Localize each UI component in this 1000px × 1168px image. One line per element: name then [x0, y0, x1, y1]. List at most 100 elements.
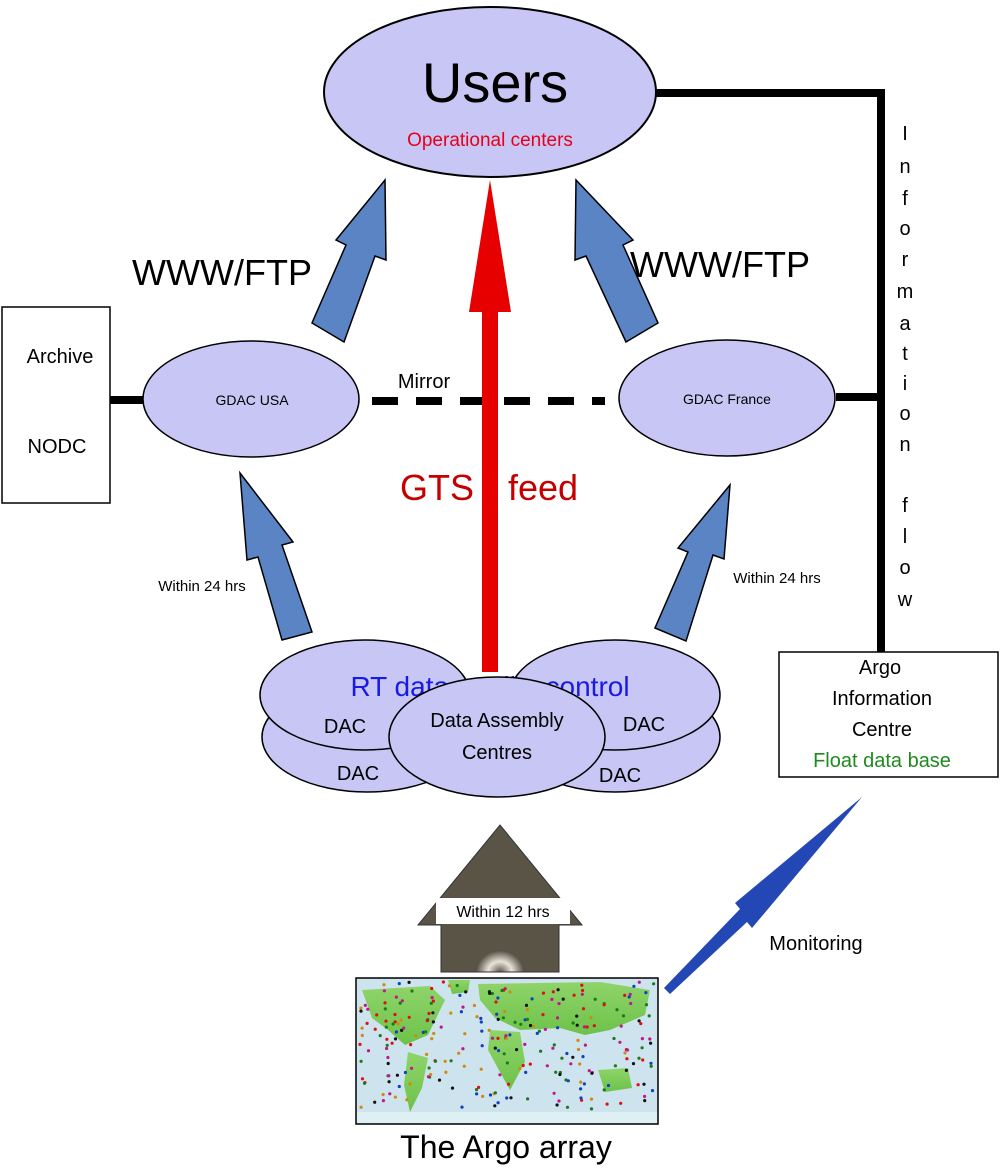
float-marker: [400, 1028, 404, 1032]
aic-box: [778, 651, 999, 778]
float-marker: [388, 1092, 392, 1096]
float-marker: [509, 1096, 513, 1100]
float-marker: [648, 1037, 652, 1041]
float-marker: [579, 1096, 583, 1100]
float-marker: [602, 1003, 606, 1007]
float-marker: [650, 1089, 655, 1093]
feed-label: feed: [508, 467, 578, 508]
float-marker: [407, 980, 411, 985]
float-marker: [386, 1061, 390, 1066]
within-12-label-bg: [436, 898, 570, 924]
float-marker: [557, 1002, 561, 1006]
float-marker: [400, 999, 404, 1003]
aic-line1: Argo: [859, 657, 901, 679]
float-marker: [526, 1097, 530, 1101]
float-marker: [649, 1041, 653, 1045]
float-marker: [637, 1019, 641, 1023]
float-marker: [387, 1074, 391, 1078]
float-marker: [515, 1048, 519, 1052]
archive-box: [1, 306, 111, 504]
info-flow-letter: a: [899, 313, 911, 335]
float-marker: [384, 1019, 388, 1023]
info-flow-letter: I: [902, 123, 908, 145]
float-marker: [398, 1001, 402, 1005]
argo-array-map: [355, 977, 659, 1125]
float-marker: [649, 1064, 653, 1068]
float-marker: [439, 1025, 443, 1029]
users-title: Users: [422, 51, 568, 114]
float-marker: [521, 1063, 525, 1068]
float-marker: [497, 1049, 501, 1053]
dac-label-2: DAC: [337, 763, 379, 785]
float-marker: [474, 1088, 479, 1092]
float-marker: [480, 1044, 484, 1048]
float-marker: [503, 1009, 507, 1014]
float-marker: [623, 993, 627, 998]
float-marker: [387, 1080, 391, 1084]
float-marker: [513, 1020, 517, 1024]
float-marker: [444, 1070, 448, 1074]
float-marker: [579, 1087, 583, 1091]
float-marker: [581, 988, 585, 993]
users-subtitle: Operational centers: [407, 130, 573, 151]
float-marker: [557, 1099, 561, 1103]
float-marker: [555, 1016, 560, 1020]
float-marker: [459, 1010, 463, 1014]
aic-line3: Centre: [852, 719, 912, 741]
float-marker: [366, 1007, 370, 1011]
float-marker: [403, 1070, 407, 1075]
float-marker: [649, 1061, 653, 1065]
dac-label-1: DAC: [324, 716, 366, 738]
gts-feed-arrow: [469, 180, 511, 672]
float-marker: [628, 992, 632, 997]
float-marker: [560, 1056, 564, 1060]
float-marker: [373, 1100, 377, 1104]
arrow-dac-to-gdac-france: [654, 482, 731, 643]
info-flow-letter: t: [902, 343, 908, 365]
float-marker: [569, 1062, 573, 1066]
float-marker: [472, 1003, 476, 1008]
info-flow-letter: o: [899, 557, 910, 579]
float-marker: [528, 1062, 532, 1066]
float-marker: [579, 1080, 583, 1084]
float-marker: [490, 991, 494, 996]
info-flow-letter: f: [902, 495, 908, 517]
float-marker: [602, 1088, 606, 1092]
float-marker: [619, 1101, 623, 1105]
float-marker: [393, 1020, 397, 1024]
float-marker: [475, 1015, 479, 1019]
float-marker: [523, 1042, 527, 1046]
float-marker: [359, 1006, 363, 1010]
float-marker: [431, 1020, 435, 1024]
float-marker: [386, 1055, 390, 1060]
float-marker: [381, 1099, 385, 1103]
float-marker: [508, 990, 512, 994]
mirror-label: Mirror: [398, 371, 451, 393]
float-marker: [407, 1015, 411, 1019]
float-marker: [383, 1007, 387, 1011]
float-marker: [647, 1014, 651, 1018]
float-marker: [360, 1077, 365, 1081]
float-marker: [450, 1086, 455, 1090]
float-marker: [405, 1098, 409, 1102]
float-marker: [385, 1046, 389, 1051]
float-marker: [627, 995, 631, 999]
float-marker: [615, 1008, 619, 1012]
float-marker: [410, 1066, 414, 1070]
float-marker: [381, 1092, 385, 1097]
float-marker: [500, 988, 504, 993]
float-marker: [365, 1021, 369, 1025]
float-marker: [431, 1011, 435, 1015]
float-marker: [589, 1097, 594, 1101]
float-marker: [632, 984, 636, 988]
gdac-france-node: [618, 339, 836, 457]
float-marker: [581, 1007, 586, 1011]
float-marker: [571, 1055, 575, 1059]
float-marker: [359, 1105, 363, 1109]
dac-label-3: DAC: [623, 714, 665, 736]
float-marker: [449, 1011, 453, 1015]
float-marker: [375, 1013, 379, 1017]
float-marker: [531, 1024, 536, 1028]
float-marker: [390, 1041, 394, 1045]
